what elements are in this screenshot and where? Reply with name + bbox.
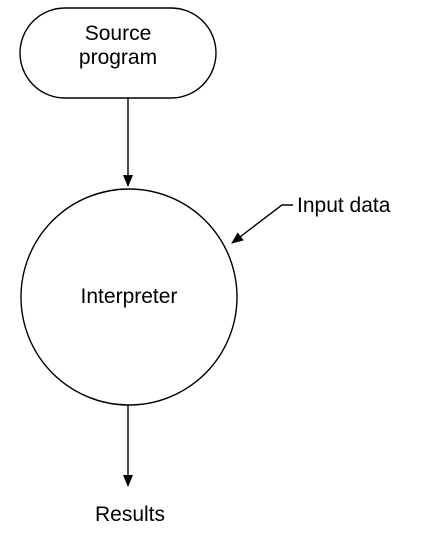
input-data-arrow xyxy=(231,204,293,244)
interpreter-label: Interpreter xyxy=(80,285,178,308)
results-label: Results xyxy=(94,503,166,526)
source-program-node xyxy=(19,7,217,99)
source-program-label-line2: program xyxy=(78,46,158,69)
input-data-label: Input data xyxy=(297,194,391,217)
source-program-label-line1: Source xyxy=(84,22,152,45)
interpreter-node xyxy=(20,188,238,406)
source-program-label: Source program xyxy=(20,22,216,70)
